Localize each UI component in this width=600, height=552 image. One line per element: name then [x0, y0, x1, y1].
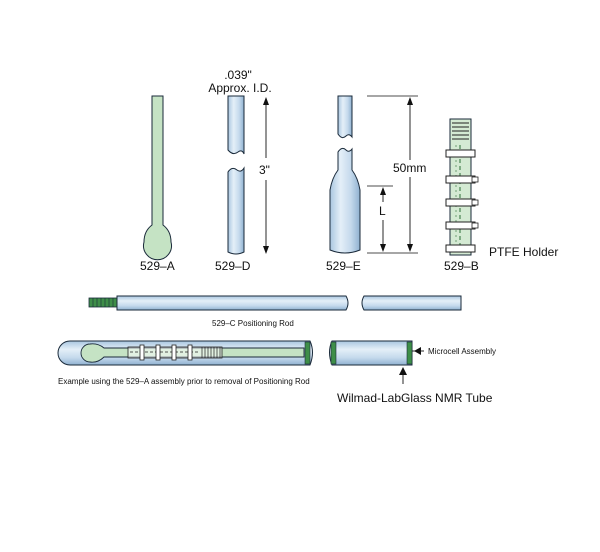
- label-529d: 529–D: [215, 259, 251, 273]
- label-50mm: 50mm: [393, 161, 426, 175]
- callout-nmr-tube-arrow: [399, 367, 407, 384]
- label-nmr-tube: Wilmad-LabGlass NMR Tube: [337, 391, 493, 405]
- dimension-L: [367, 185, 393, 252]
- label-L: L: [379, 204, 386, 218]
- label-microcell-assembly: Microcell Assembly: [428, 347, 496, 356]
- label-3in: 3": [259, 163, 270, 177]
- label-positioning-rod: 529–C Positioning Rod: [212, 319, 294, 328]
- label-id-line1: .039": [224, 68, 252, 82]
- label-ptfe-holder: PTFE Holder: [489, 245, 558, 259]
- assembly-nmr-tube: [57, 340, 413, 366]
- label-id-line2: Approx. I.D.: [208, 81, 271, 95]
- part-529b-ptfe-holder: [445, 118, 479, 256]
- callout-microcell-arrow: [412, 347, 424, 355]
- part-529d-capillary: [227, 95, 245, 255]
- part-529c-positioning-rod: [88, 295, 462, 311]
- label-example-caption: Example using the 529–A assembly prior t…: [58, 377, 310, 386]
- part-529a-microcell: [143, 95, 172, 261]
- dimension-3in: [263, 97, 269, 254]
- label-529b: 529–B: [444, 259, 479, 273]
- label-529a: 529–A: [140, 259, 175, 273]
- dimension-50mm: [367, 95, 418, 254]
- label-529e: 529–E: [326, 259, 361, 273]
- part-529e-bottle-cell: [329, 95, 361, 254]
